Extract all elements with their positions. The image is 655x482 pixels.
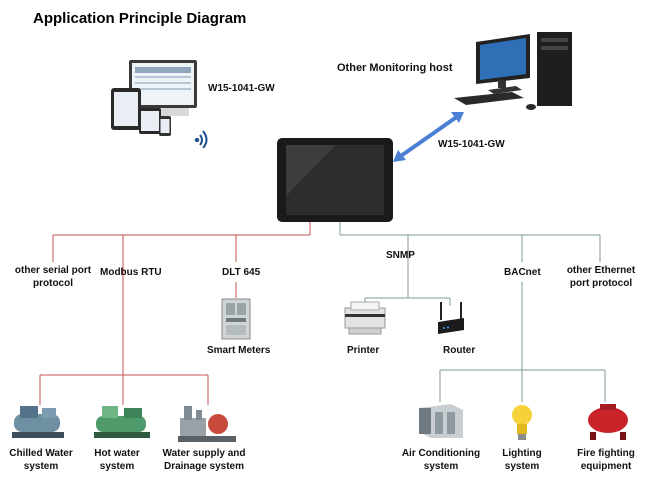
modbus-rtu-label: Modbus RTU — [100, 267, 162, 278]
ethernet-bus-lines — [339, 220, 606, 402]
bacnet-label: BACnet — [504, 267, 541, 278]
chilled-water-line2: system — [23, 461, 59, 472]
water-supply-line1: Water supply and — [162, 448, 246, 459]
chilled-water-line1: Chilled Water — [9, 448, 73, 459]
dlt645-label: DLT 645 — [222, 267, 261, 278]
air-conditioning-icon — [419, 404, 463, 438]
web-devices-icon — [111, 60, 197, 136]
gateway-panel-icon — [277, 138, 393, 222]
water-supply-label: Water supply and Drainage system — [158, 447, 250, 473]
other-serial-line2: protocol — [33, 278, 73, 289]
air-conditioning-line2: system — [423, 461, 459, 472]
water-supply-line2: Drainage system — [163, 461, 245, 472]
snmp-label: SNMP — [386, 250, 415, 261]
gateway-label-top: W15-1041-GW — [208, 83, 275, 94]
hot-water-system-icon — [94, 406, 150, 438]
lighting-line1: Lighting — [502, 448, 542, 459]
lighting-label: Lighting system — [494, 447, 550, 473]
diagram-title: Application Principle Diagram — [33, 10, 247, 27]
chilled-water-label: Chilled Water system — [6, 447, 76, 473]
other-serial-label: other serial port protocol — [12, 264, 94, 290]
router-icon — [438, 302, 464, 334]
hot-water-label: Hot water system — [86, 447, 148, 473]
gateway-label-right: W15-1041-GW — [438, 139, 505, 150]
fire-fighting-line1: Fire fighting — [577, 448, 635, 459]
other-ethernet-line2: port protocol — [569, 278, 633, 289]
lighting-line2: system — [504, 461, 540, 472]
printer-label: Printer — [347, 345, 380, 356]
desktop-computer-icon — [454, 32, 572, 110]
chilled-water-system-icon — [12, 406, 64, 438]
serial-bus-lines — [39, 220, 311, 405]
monitoring-host-label: Other Monitoring host — [337, 62, 453, 74]
smart-meters-label: Smart Meters — [207, 345, 271, 356]
smart-meter-icon — [221, 298, 251, 340]
fire-fighting-line2: equipment — [580, 461, 632, 472]
fire-fighting-label: Fire fighting equipment — [568, 447, 644, 473]
router-label: Router — [443, 345, 476, 356]
other-ethernet-line1: other Ethernet — [566, 265, 636, 276]
hot-water-line2: system — [99, 461, 135, 472]
water-supply-system-icon — [178, 406, 236, 442]
link-arrow — [393, 112, 464, 162]
air-conditioning-line1: Air Conditioning — [401, 448, 481, 459]
wifi-icon — [194, 130, 208, 148]
air-conditioning-label: Air Conditioning system — [396, 447, 486, 473]
fire-fighting-equipment-icon — [588, 404, 628, 440]
hot-water-line1: Hot water — [94, 448, 140, 459]
printer-icon — [344, 301, 386, 335]
other-ethernet-label: other Ethernet port protocol — [558, 264, 644, 290]
other-serial-line1: other serial port — [14, 265, 92, 276]
lighting-bulb-icon — [512, 405, 532, 440]
